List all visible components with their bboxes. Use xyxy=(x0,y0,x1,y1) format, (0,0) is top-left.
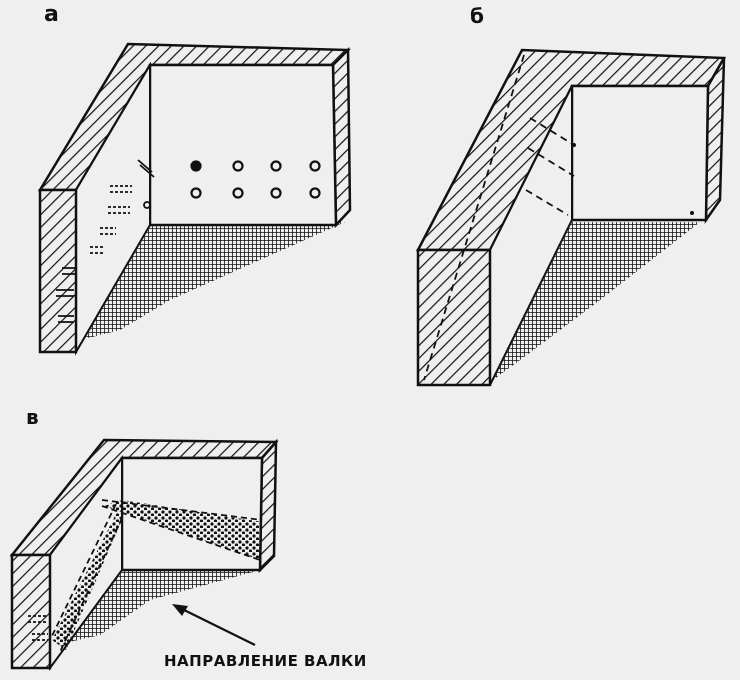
label-a: а xyxy=(44,2,59,27)
front-wall-a xyxy=(38,188,78,354)
label-b: б xyxy=(470,4,484,28)
front-wall-v xyxy=(10,553,52,670)
dowels-v xyxy=(28,615,48,641)
dowels-a xyxy=(56,159,155,323)
hole-grid-a xyxy=(190,160,321,199)
dashed-lines-b xyxy=(423,54,575,381)
back-face-a xyxy=(148,63,338,227)
direction-arrow xyxy=(172,604,256,646)
dashed-lines-v xyxy=(51,499,263,653)
back-face-b xyxy=(570,84,710,222)
shadow-b xyxy=(486,222,700,385)
shadow-a xyxy=(80,220,345,340)
right-edge-b xyxy=(704,57,726,225)
dotted-band-side xyxy=(52,510,122,650)
block-b xyxy=(415,48,727,387)
dotted-band-back xyxy=(104,500,262,560)
front-wall-b xyxy=(416,248,492,387)
caption: НАПРАВЛЕНИЕ ВАЛКИ xyxy=(164,652,367,670)
block-v xyxy=(9,438,279,672)
label-v: в xyxy=(26,405,39,429)
block-a xyxy=(37,42,352,356)
